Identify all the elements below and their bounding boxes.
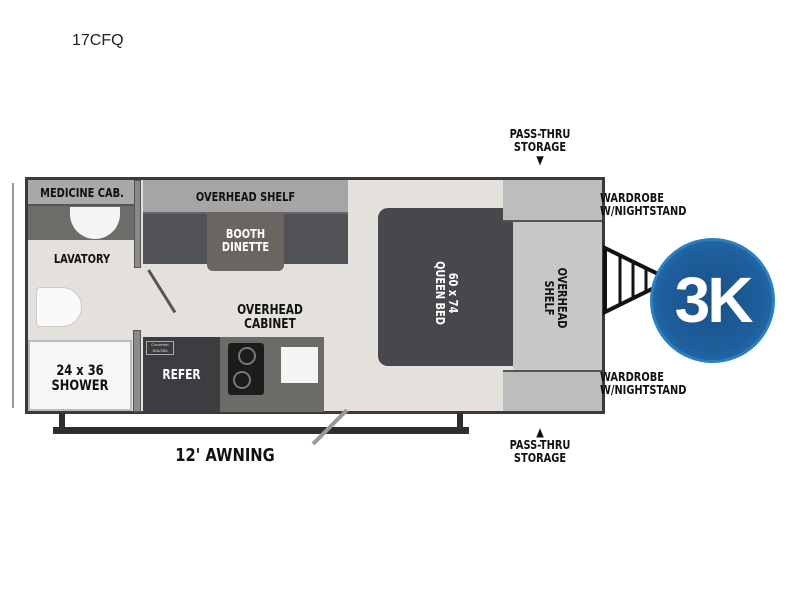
refer-label: REFER (162, 368, 201, 383)
medicine-cabinet (28, 180, 136, 206)
queen-bed (378, 208, 515, 366)
overhead-text: OVERHEAD (237, 303, 303, 318)
lavatory-label: LAVATORY (53, 252, 111, 266)
3k-badge (650, 238, 775, 363)
kitchen-sink (281, 347, 318, 383)
front-shelf-text-1: OVERHEAD (555, 267, 569, 329)
bed-size: 60 x 74 (446, 272, 460, 314)
pass-thru-text: PASS-THRU (509, 127, 571, 141)
nightstand-text: W/NIGHTSTAND (600, 383, 687, 397)
toilet (36, 287, 82, 327)
awning-label: 12' AWNING (175, 445, 275, 466)
cabinet-text: CABINET (244, 317, 296, 332)
awning-post (457, 413, 463, 429)
burner-icon (238, 347, 256, 365)
overhead-shelf-label: OVERHEAD SHELF (195, 190, 296, 204)
nightstand-text: W/NIGHTSTAND (600, 204, 687, 218)
front-shelf-text-2: SHELF (542, 280, 556, 316)
refrigerator (143, 337, 220, 412)
storage-text: STORAGE (513, 140, 567, 154)
dinette-text: DINETTE (221, 240, 270, 254)
burner-icon (233, 371, 251, 389)
wardrobe-text: WARDROBE (600, 191, 664, 205)
shower-size: 24 x 36 (56, 363, 104, 379)
wardrobe-top (503, 180, 602, 222)
converter-label: Converter 30A/35A (146, 341, 174, 355)
shower (28, 340, 132, 411)
shower-name: SHOWER (51, 378, 109, 394)
3k-badge-text: 3K (674, 264, 754, 336)
arrow-down-icon: ▼ (536, 153, 544, 167)
medicine-cabinet-label: MEDICINE CAB. (40, 186, 124, 200)
awning (53, 427, 469, 434)
arrow-up-icon: ▲ (536, 425, 544, 439)
awning-post (59, 413, 65, 429)
bath-partition-top (134, 180, 141, 268)
storage-text: STORAGE (513, 451, 567, 465)
booth-text: BOOTH (225, 227, 266, 241)
wardrobe-text: WARDROBE (600, 370, 664, 384)
front-overhead-shelf (513, 222, 602, 370)
wardrobe-bottom (503, 370, 602, 411)
model-name: 17CFQ (72, 32, 124, 49)
pass-thru-text: PASS-THRU (509, 438, 571, 452)
bed-type: QUEEN BED (433, 261, 447, 325)
dinette-table (207, 213, 284, 271)
rear-bumper (12, 183, 14, 408)
bath-partition-bottom (133, 330, 141, 412)
